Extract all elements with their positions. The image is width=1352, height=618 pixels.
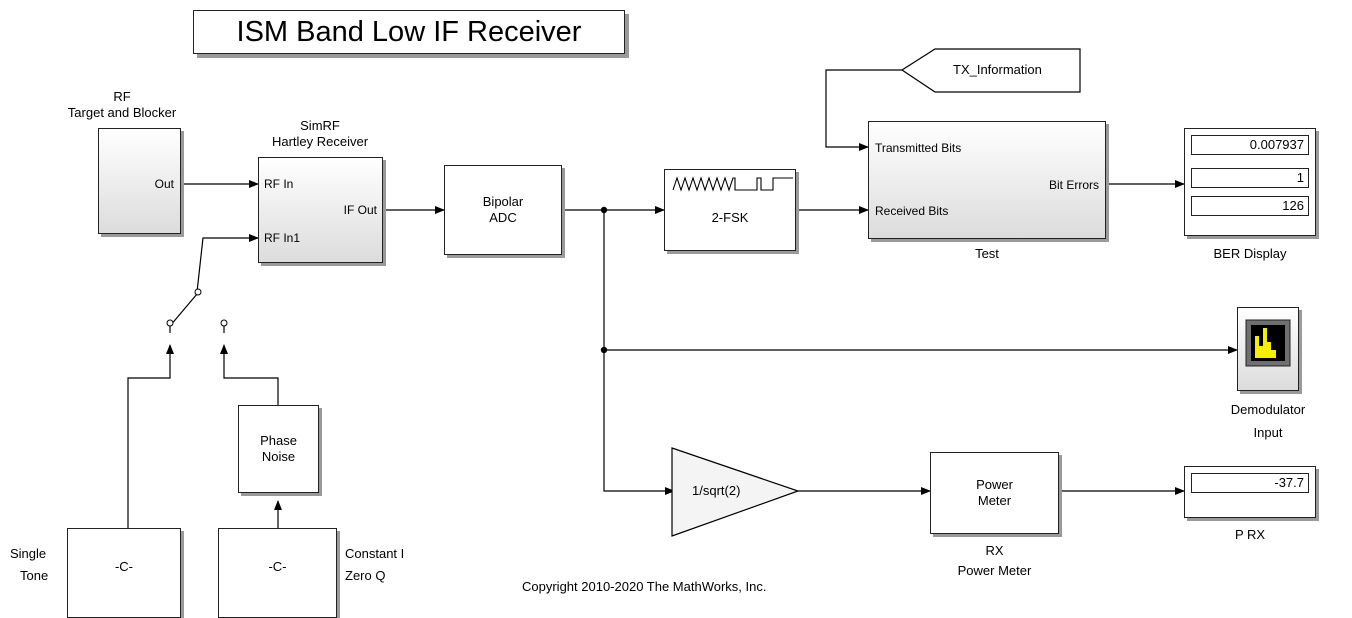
fsk-waveform-icon <box>672 176 793 192</box>
ber-display-label: BER Display <box>1213 246 1287 261</box>
hartley-rf-in1-port: RF In1 <box>264 231 301 245</box>
test-received-bits-port: Received Bits <box>875 204 949 218</box>
prx-label: P RX <box>1234 527 1266 542</box>
iq-constant-label-2: Zero Q <box>345 568 386 583</box>
fsk-label: 2-FSK <box>711 210 749 225</box>
signal-wires <box>127 48 1238 555</box>
power-meter-label-2: Power Meter <box>957 563 1032 578</box>
diagram-title: ISM Band Low IF Receiver <box>193 10 625 54</box>
scope-icon <box>1245 319 1291 367</box>
single-tone-constant-text: -C- <box>114 559 134 574</box>
hartley-label-1: SimRF <box>300 118 340 133</box>
switch-lever <box>169 293 198 327</box>
power-meter-label-1: RX <box>985 543 1004 558</box>
gain-triangle <box>671 447 800 537</box>
iq-constant-block[interactable]: -C- <box>218 528 337 618</box>
test-transmitted-bits-port: Transmitted Bits <box>875 141 962 155</box>
tx-information-tag[interactable]: TX_Information <box>953 62 1042 77</box>
scope-block[interactable] <box>1237 307 1299 391</box>
rf-source-label-1: RF <box>113 89 131 104</box>
adc-line-2: ADC <box>489 210 517 225</box>
power-meter-line-1: Power <box>976 477 1013 492</box>
fsk-demod-block[interactable]: 2-FSK <box>664 169 796 251</box>
phase-noise-line-2: Noise <box>261 449 296 464</box>
gain-label[interactable]: 1/sqrt(2) <box>692 483 741 498</box>
iq-constant-label-1: Constant I <box>345 546 405 561</box>
test-label: Test <box>975 246 999 261</box>
power-meter-block[interactable]: Power Meter <box>930 452 1059 534</box>
hartley-label-2: Hartley Receiver <box>271 134 369 149</box>
test-block[interactable]: Transmitted Bits Bit Errors Received Bit… <box>868 121 1106 239</box>
hartley-receiver-block[interactable]: RF In IF Out RF In1 <box>258 157 383 263</box>
rf-source-label-2: Target and Blocker <box>67 105 177 120</box>
txinfo-tag-shape <box>900 48 1081 93</box>
wire-switch-to-rfin1 <box>196 234 259 293</box>
rf-source-out-port: Out <box>154 177 174 191</box>
phase-noise-block[interactable]: Phase Noise <box>238 405 319 493</box>
phase-noise-line-1: Phase <box>260 433 297 448</box>
copyright-text: Copyright 2010-2020 The MathWorks, Inc. <box>522 579 767 594</box>
wire-phase-to-switch <box>220 344 279 405</box>
switch-contact-out <box>194 288 202 296</box>
scope-label-1: Demodulator <box>1230 402 1306 417</box>
wire-branch-down <box>603 210 675 495</box>
wire-single-to-switch <box>127 344 174 555</box>
rf-source-block[interactable]: Out <box>98 128 181 234</box>
ber-value-2: 1 <box>1191 168 1309 188</box>
switch-contact-b <box>220 319 228 327</box>
adc-line-1: Bipolar <box>482 194 524 209</box>
bipolar-adc-block[interactable]: Bipolar ADC <box>444 165 562 255</box>
single-tone-label-2: Tone <box>20 568 49 583</box>
scope-label-2: Input <box>1253 425 1283 440</box>
prx-display-block[interactable]: -37.7 <box>1184 466 1316 518</box>
single-tone-label-1: Single <box>10 546 47 561</box>
power-meter-line-2: Meter <box>977 493 1012 508</box>
branch-dot-1 <box>600 206 608 214</box>
prx-value: -37.7 <box>1191 473 1309 493</box>
branch-dot-2 <box>600 346 608 354</box>
switch-contact-a <box>166 319 174 327</box>
iq-constant-text: -C- <box>268 559 287 574</box>
ber-value-3: 126 <box>1191 196 1309 216</box>
hartley-rf-in-port: RF In <box>264 177 294 191</box>
single-tone-constant-block[interactable]: -C- <box>67 528 181 618</box>
ber-value-1: 0.007937 <box>1191 135 1309 155</box>
test-bit-errors-port: Bit Errors <box>1048 178 1099 192</box>
hartley-if-out-port: IF Out <box>343 203 377 217</box>
wire-txinfo-to-test <box>825 69 902 151</box>
ber-display-block[interactable]: 0.007937 1 126 <box>1184 128 1316 236</box>
